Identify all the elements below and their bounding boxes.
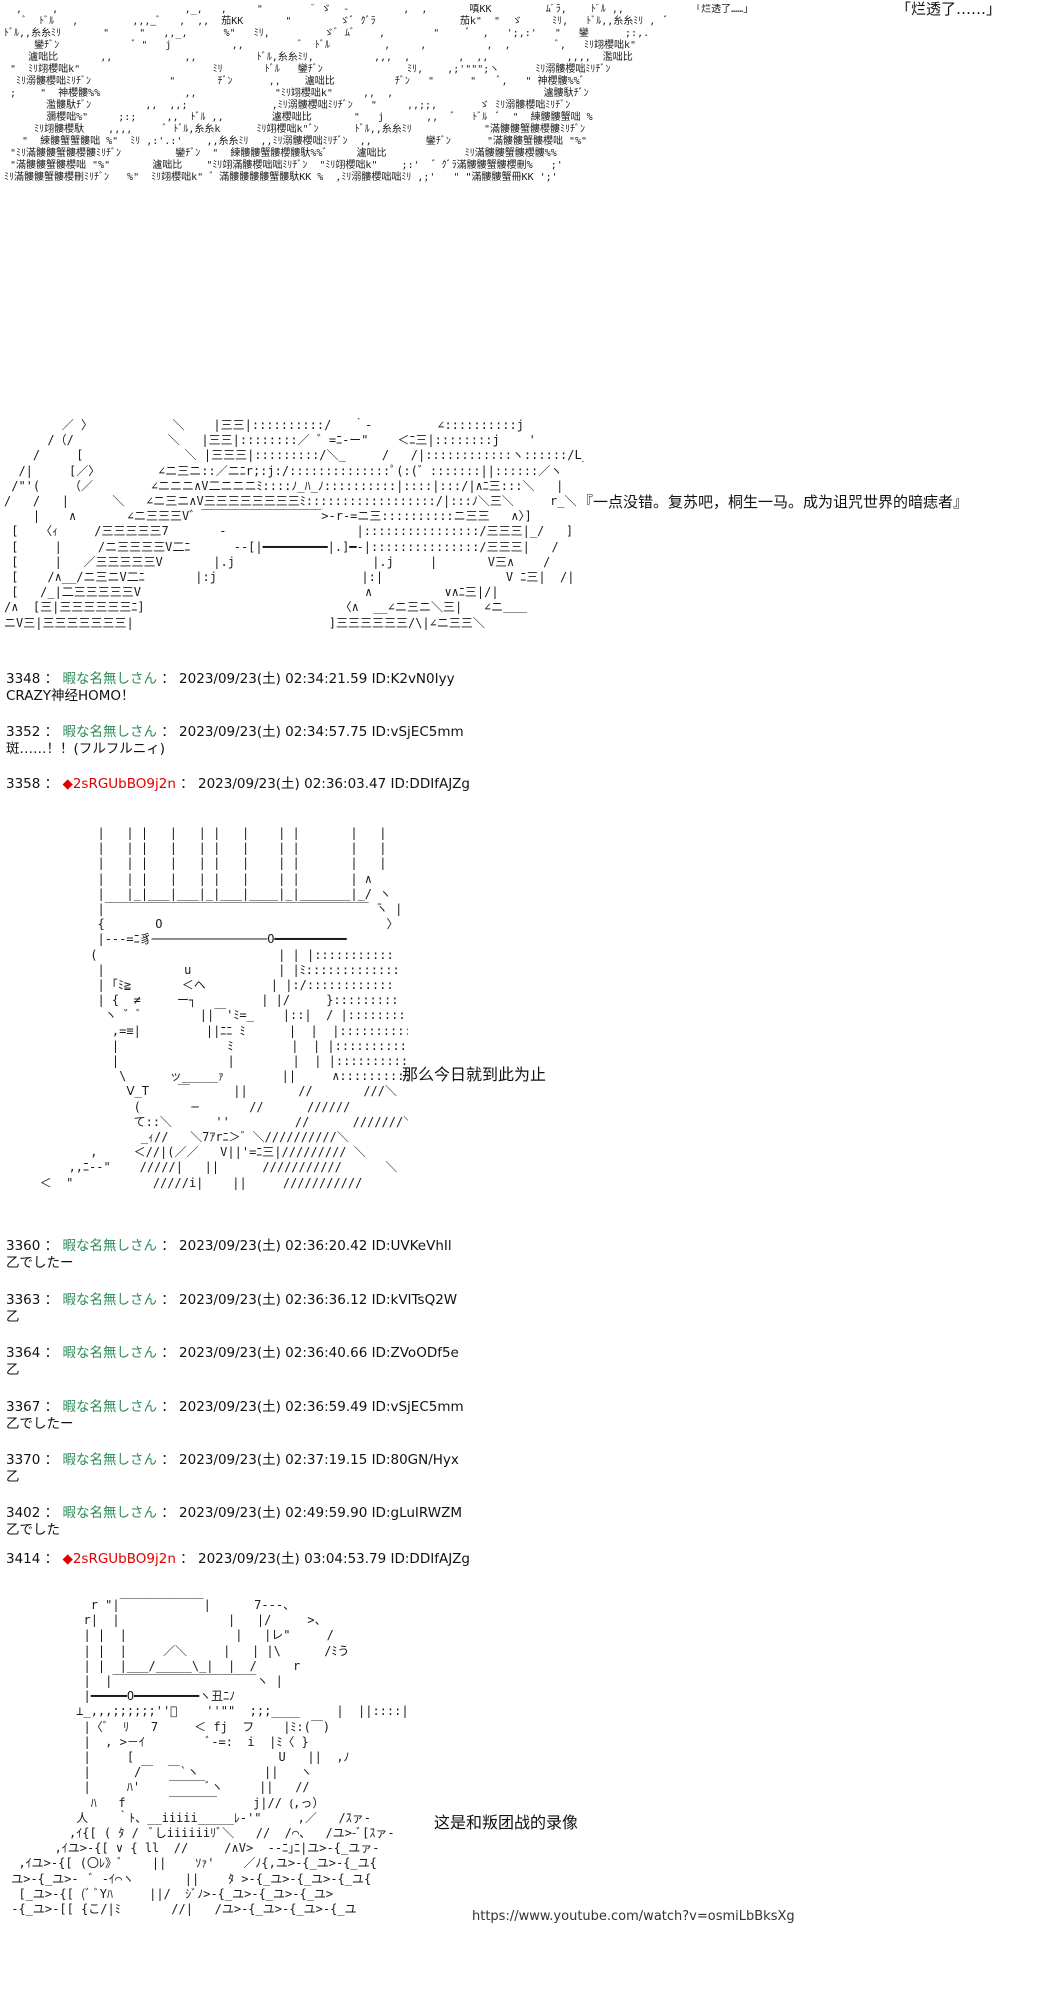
post-number: 3402 (6, 1505, 41, 1521)
post-number: 3348 (6, 671, 41, 687)
ascii-art-scene-1: ／ 〉 ＼ |三三|::::::::::/ ｀‐ ∠::::::::::j / … (4, 418, 584, 630)
post-meta: 2023/09/23(土) 02:36:40.66 ID:ZVoODf5e (179, 1345, 459, 1361)
post-meta: 2023/09/23(土) 02:49:59.90 ID:gLuIRWZM (179, 1505, 462, 1521)
post-author[interactable]: 暇な名無しさん (62, 1292, 157, 1308)
post-author[interactable]: 暇な名無しさん (62, 724, 157, 740)
ascii-art-scene-2: | | | | | | | | | | | | | | | | | | | | … (39, 826, 408, 1190)
post-number: 3367 (6, 1399, 41, 1415)
post-number: 3363 (6, 1292, 41, 1308)
post-3352: 3352 ： 暇な名無しさん ： 2023/09/23(土) 02:34:57.… (6, 724, 464, 757)
post-author[interactable]: 暇な名無しさん (62, 1399, 157, 1415)
post-meta: 2023/09/23(土) 02:37:19.15 ID:80GN/Hyx (179, 1452, 459, 1468)
post-3402: 3402 ： 暇な名無しさん ： 2023/09/23(土) 02:49:59.… (6, 1505, 462, 1538)
video-link[interactable]: https://www.youtube.com/watch?v=osmiLbBk… (472, 1909, 795, 1924)
post-number: 3352 (6, 724, 41, 740)
post-author[interactable]: 暇な名無しさん (62, 1238, 157, 1254)
post-number: 3360 (6, 1238, 41, 1254)
post-meta: 2023/09/23(土) 02:36:20.42 ID:UVKeVhIl (179, 1238, 452, 1254)
post-meta: 2023/09/23(土) 02:36:36.12 ID:kVITsQ2W (179, 1292, 458, 1308)
post-author[interactable]: 暇な名無しさん (62, 671, 157, 687)
post-body: 乙 (6, 1469, 20, 1485)
post-meta: 2023/09/23(土) 02:36:03.47 ID:DDIfAJZg (197, 776, 470, 792)
post-author-trip[interactable]: ◆2sRGUbBO9j2n (62, 1551, 176, 1567)
post-number: 3358 (6, 776, 41, 792)
post-3363: 3363 ： 暇な名無しさん ： 2023/09/23(土) 02:36:36.… (6, 1292, 458, 1325)
speech-scene-2: 那么今日就到此为止 (402, 1065, 547, 1084)
speech-scene-1: 『一点没错。复苏吧，桐生一马。成为诅咒世界的暗痣者』 (578, 493, 969, 511)
post-3364: 3364 ： 暇な名無しさん ： 2023/09/23(土) 02:36:40.… (6, 1345, 459, 1378)
post-body: 斑……！！(フルフルニィ) (6, 741, 166, 757)
post-author[interactable]: 暇な名無しさん (62, 1345, 157, 1361)
post-3358: 3358 ： ◆2sRGUbBO9j2n ： 2023/09/23(土) 02:… (6, 776, 470, 792)
post-body: CRAZY神经HOMO！ (6, 688, 135, 704)
post-body: 乙でした (6, 1522, 60, 1538)
post-number: 3364 (6, 1345, 41, 1361)
post-body: 乙でしたー (6, 1416, 74, 1432)
post-3348: 3348 ： 暇な名無しさん ： 2023/09/23(土) 02:34:21.… (6, 671, 455, 704)
post-number: 3370 (6, 1452, 41, 1468)
post-meta: 2023/09/23(土) 03:04:53.79 ID:DDIfAJZg (197, 1551, 470, 1567)
speech-scene-3: 这是和叛团战的录像 (434, 1813, 579, 1832)
post-meta: 2023/09/23(土) 02:34:57.75 ID:vSjEC5mm (179, 724, 464, 740)
post-author-trip[interactable]: ◆2sRGUbBO9j2n (62, 776, 176, 792)
post-body: 乙 (6, 1309, 20, 1325)
post-3370: 3370 ： 暇な名無しさん ： 2023/09/23(土) 02:37:19.… (6, 1452, 459, 1485)
post-body: 乙でしたー (6, 1255, 74, 1271)
post-author[interactable]: 暇な名無しさん (62, 1505, 157, 1521)
post-body: 乙 (6, 1362, 20, 1378)
ascii-art-crowd: , , ,_, , " ゛ゞ - , , 嗔KK ﾑﾞﾗ, ﾄﾞﾙ ,, ｢烂透… (4, 4, 749, 183)
post-3360: 3360 ： 暇な名無しさん ： 2023/09/23(土) 02:36:20.… (6, 1238, 452, 1271)
ascii-art-scene-3: r "|￣￣￣￣￣￣￣| 7‐‐-、 r| | | |/ >、 | | | | … (11, 1598, 409, 1917)
post-meta: 2023/09/23(土) 02:34:21.59 ID:K2vN0Iyy (179, 671, 455, 687)
post-meta: 2023/09/23(土) 02:36:59.49 ID:vSjEC5mm (179, 1399, 464, 1415)
speech-top-right: 「烂透了……」 (896, 0, 1002, 18)
post-3367: 3367 ： 暇な名無しさん ： 2023/09/23(土) 02:36:59.… (6, 1399, 464, 1432)
post-number: 3414 (6, 1551, 41, 1567)
post-author[interactable]: 暇な名無しさん (62, 1452, 157, 1468)
post-3414: 3414 ： ◆2sRGUbBO9j2n ： 2023/09/23(土) 03:… (6, 1551, 470, 1567)
